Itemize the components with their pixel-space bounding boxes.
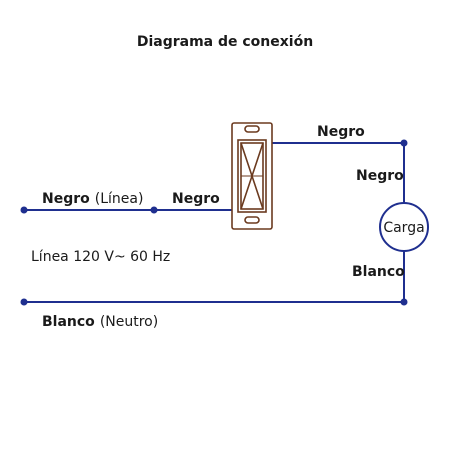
wires: [24, 142, 405, 303]
line-wire-label: Negro (Línea): [42, 191, 143, 207]
switch-input-wire-label: Negro: [172, 191, 220, 207]
load-circle: [379, 202, 429, 252]
neutral-wire-role: (Neutro): [100, 314, 158, 330]
terminal-dots: [20, 139, 408, 306]
neutral-wire-label: Blanco (Neutro): [42, 314, 158, 330]
neutral-terminal-dot: [20, 298, 28, 306]
top-right-corner-dot: [400, 139, 408, 147]
switch-icon: [231, 122, 273, 230]
load-return-wire-label: Blanco: [352, 264, 405, 280]
mid-junction-dot: [150, 206, 158, 214]
line-terminal-dot: [20, 206, 28, 214]
load-label: Carga: [383, 220, 424, 236]
bottom-right-corner-dot: [400, 298, 408, 306]
switch-bottom-screw: [244, 216, 260, 224]
load-input-wire-label: Negro: [356, 168, 404, 184]
switch-top-screw: [244, 125, 260, 133]
switch-output-wire-label: Negro: [317, 124, 365, 140]
line-wire-role: (Línea): [95, 191, 144, 207]
line-wire-color: Negro: [42, 191, 90, 207]
supply-voltage-label: Línea 120 V~ 60 Hz: [31, 249, 170, 265]
load-symbol: Carga: [379, 202, 429, 252]
diagram-title: Diagrama de conexión: [137, 34, 313, 50]
neutral-wire-color: Blanco: [42, 314, 95, 330]
